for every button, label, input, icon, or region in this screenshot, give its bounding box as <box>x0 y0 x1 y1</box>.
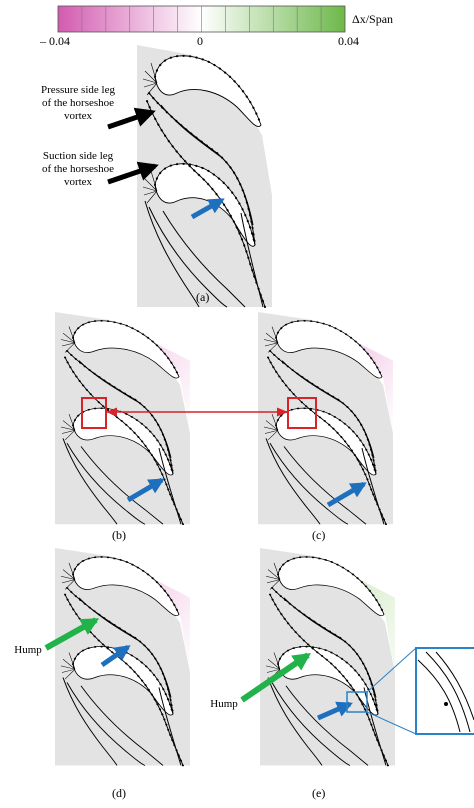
panel-e-blue-arrow <box>316 701 353 721</box>
panel-label-b: (b) <box>112 528 126 542</box>
colorbar-mid-label: 0 <box>197 34 203 48</box>
zoom-connector-top <box>366 647 417 693</box>
zoom-inset <box>415 647 474 735</box>
colorbar-level-dividers <box>81 6 322 32</box>
panel-a-plot <box>136 44 273 308</box>
panel-c-plot <box>257 311 394 526</box>
zoom-connector-bottom <box>366 711 417 735</box>
panel-label-a: (a) <box>196 290 210 304</box>
panel-d-hump-arrow <box>44 617 100 651</box>
pressure-leg-arrow <box>107 107 156 130</box>
panel-d-plot <box>54 547 191 767</box>
panel-d-blue-arrow <box>100 644 131 668</box>
suction-leg-annotation: Suction side leg of the horseshoe vortex <box>41 150 115 188</box>
zoom-source-box <box>346 691 368 713</box>
panel-e-hump-label: Hump <box>210 698 238 710</box>
colorbar-quantity-label: Δx/Span <box>352 12 394 26</box>
panel-b-blue-arrow <box>126 477 165 503</box>
panel-d-hump-label: Hump <box>14 644 42 656</box>
suction-leg-arrow <box>107 161 159 185</box>
panel-a-blue-arrow <box>190 197 225 220</box>
panel-c-blue-arrow <box>326 481 367 508</box>
panel-b-plot <box>54 311 191 526</box>
pressure-leg-annotation: Pressure side leg of the horseshoe vorte… <box>41 84 115 122</box>
panel-label-e: (e) <box>312 786 326 800</box>
panel-e-plot <box>259 547 396 767</box>
panel-e-hump-arrow <box>240 652 311 703</box>
colorbar-min-label: – 0.04 <box>40 34 70 48</box>
colorbar <box>57 5 346 33</box>
panel-label-c: (c) <box>312 528 326 542</box>
colorbar-max-label: 0.04 <box>338 34 359 48</box>
panel-label-d: (d) <box>112 786 126 800</box>
